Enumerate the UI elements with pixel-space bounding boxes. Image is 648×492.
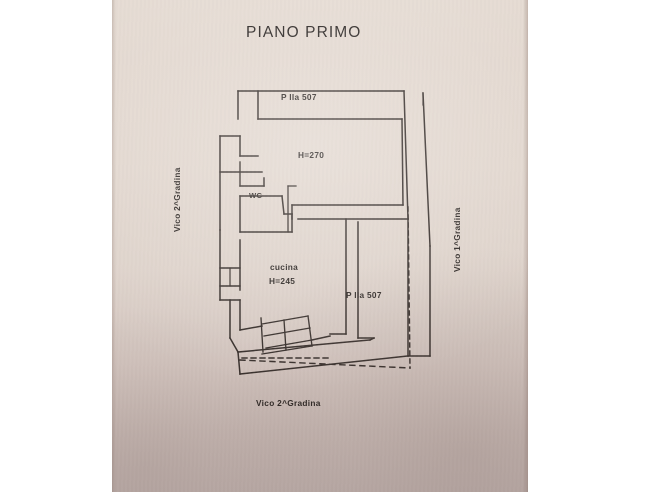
- road-edge-upper: [237, 339, 371, 353]
- photo-right-edge: [523, 0, 528, 492]
- property-line-diagonal: [239, 359, 411, 369]
- height-cucina: H=245: [269, 276, 296, 286]
- plan-svg: [219, 90, 431, 375]
- parcel-number-top: P lla 507: [281, 92, 317, 102]
- stair-connect-left: [239, 325, 263, 331]
- road-edge-join: [368, 336, 376, 342]
- wall-far-right: [422, 92, 431, 247]
- stair-connect-right: [311, 335, 331, 341]
- room-label-cucina: cucina: [270, 262, 299, 272]
- page-title: PIANO PRIMO: [246, 24, 362, 41]
- road-edge-left-end: [237, 351, 241, 375]
- photo-left-edge: [112, 0, 116, 492]
- wall-right-inner: [401, 118, 404, 206]
- floor-plan-photo: PIANO PRIMO P lla 507 H=270 WC cucina H=…: [112, 0, 528, 492]
- room-label-wc: WC: [249, 191, 263, 200]
- wall-right-outer: [403, 90, 409, 220]
- property-line-vertical: [407, 206, 411, 369]
- road-edge-lower: [239, 355, 409, 375]
- staircase: [260, 315, 313, 355]
- height-main-room: H=270: [298, 150, 325, 160]
- street-name-left: Vico 2^Gradina: [172, 167, 182, 232]
- parcel-number-right: P lla 507: [346, 290, 382, 300]
- street-name-bottom: Vico 2^Gradina: [256, 398, 321, 408]
- street-name-right: Vico 1^Gradina: [452, 207, 462, 272]
- plan-drawing: [112, 0, 528, 492]
- road-edge-left-cap: [228, 336, 240, 354]
- wc-wall-right-upper: [281, 195, 285, 215]
